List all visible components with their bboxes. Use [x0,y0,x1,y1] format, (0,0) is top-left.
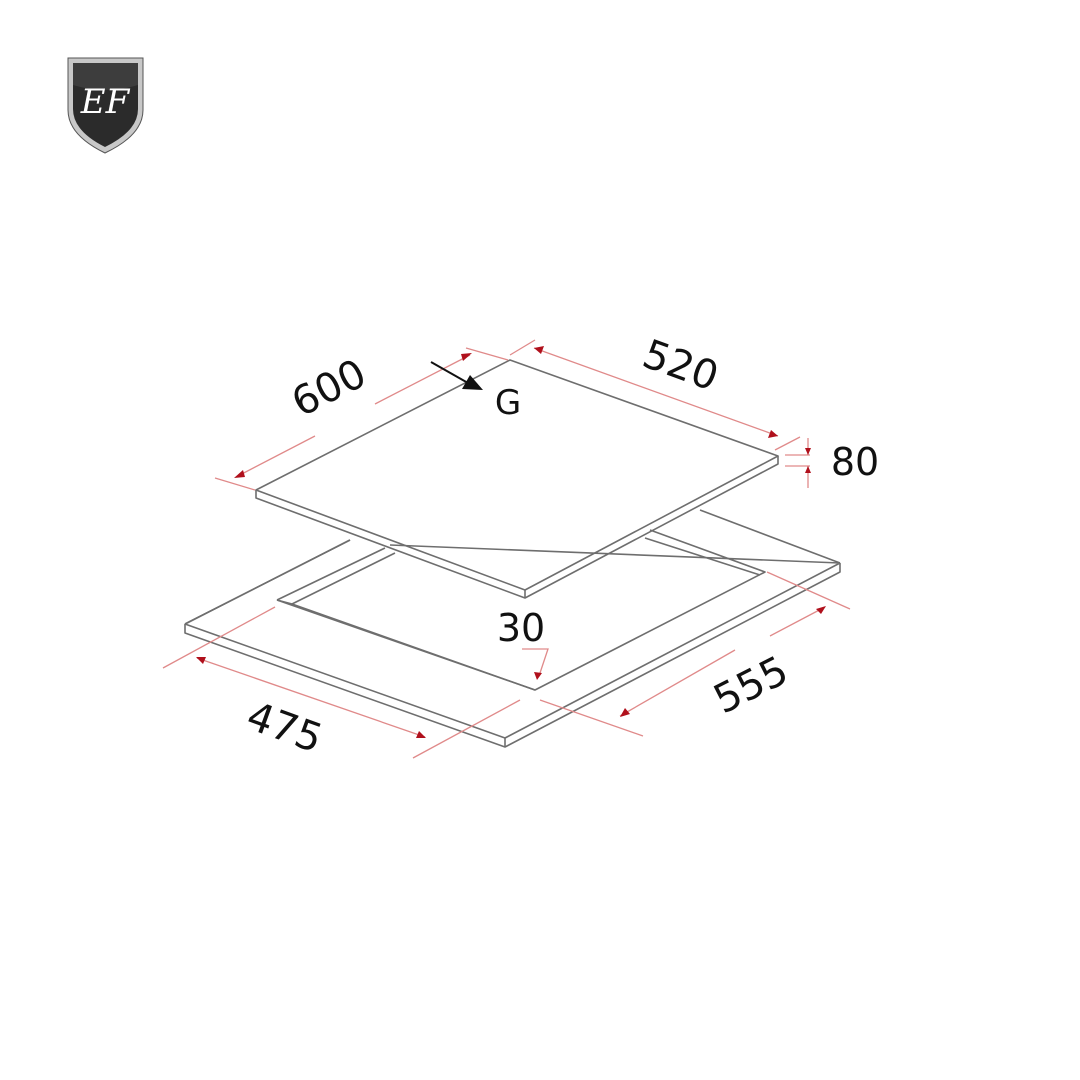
cutout-opening [276,529,766,691]
dimension-hob-width: 520 [509,331,801,451]
dimension-hob-depth: 600 [214,347,509,491]
gas-inlet-label: G [495,383,521,423]
brand-logo: EF [67,57,144,154]
dimension-edge-distance: 30 [497,606,549,680]
countertop [184,509,841,748]
dimension-cutout-depth: 555 [539,571,851,737]
dimension-hob-height: 80 [785,438,879,488]
dimension-label-475: 475 [241,693,328,762]
logo-monogram: EF [80,82,131,122]
hob-unit [255,359,779,599]
gas-inlet-marker: G [430,361,521,423]
dimension-label-30: 30 [497,606,545,650]
dimension-label-600: 600 [285,351,374,427]
dimension-cutout-width: 475 [162,606,521,762]
dimension-label-80: 80 [831,440,879,484]
arrow-icon [462,375,483,390]
